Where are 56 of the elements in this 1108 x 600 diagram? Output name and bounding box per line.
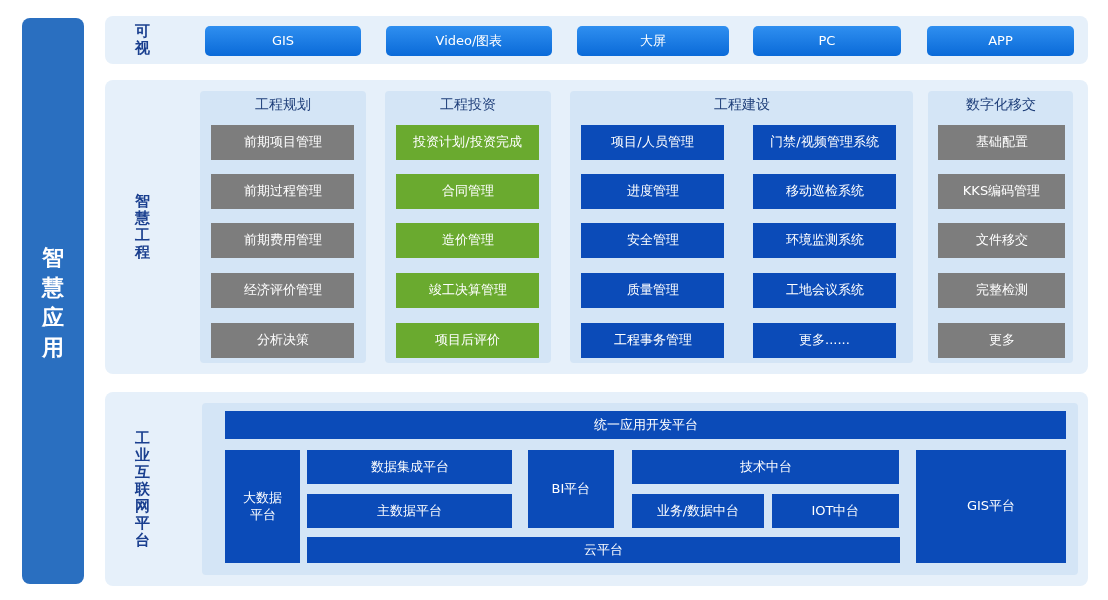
function-box: 完整检测 [938,273,1065,308]
function-box: 前期费用管理 [211,223,354,258]
module-title: 工程建设 [712,96,771,114]
channel-box: Video/图表 [386,26,552,56]
layer-panel [105,392,1088,586]
module-panel [570,91,913,363]
function-box: 进度管理 [581,174,724,209]
function-box: 合同管理 [396,174,539,209]
platform-box: 主数据平台 [307,494,512,528]
module-title: 工程规划 [254,96,312,114]
function-box: 安全管理 [581,223,724,258]
platform-box: IOT中台 [772,494,899,528]
module-panel [928,91,1073,363]
function-box: 竣工决算管理 [396,273,539,308]
function-box: 工程事务管理 [581,323,724,358]
platform-box: 技术中台 [632,450,899,484]
platform-box: 业务/数据中台 [632,494,764,528]
function-box: 造价管理 [396,223,539,258]
layer-title: 智慧工程 [135,193,150,261]
platform-box: 大数据平台 [225,450,300,563]
function-box: 前期过程管理 [211,174,354,209]
function-box: 项目后评价 [396,323,539,358]
channel-box: GIS [205,26,361,56]
channel-box: 大屏 [577,26,729,56]
layer-panel [105,80,1088,374]
platform-box: 统一应用开发平台 [225,411,1066,439]
module-title: 工程投资 [439,96,497,114]
function-box: 项目/人员管理 [581,125,724,160]
platform-box: BI平台 [528,450,614,528]
function-box: 质量管理 [581,273,724,308]
function-box: 更多...... [753,323,896,358]
layer-title: 智慧应用 [42,244,64,362]
platform-box: 云平台 [307,537,900,563]
layer-title: 工业互联网平台 [135,429,150,549]
function-box: 基础配置 [938,125,1065,160]
function-box: 工地会议系统 [753,273,896,308]
platform-box: GIS平台 [916,450,1066,563]
module-panel [200,91,366,363]
layer-title: 可视 [135,23,150,57]
channel-box: PC [753,26,901,56]
module-title: 数字化移交 [964,96,1037,114]
function-box: 文件移交 [938,223,1065,258]
function-box: 移动巡检系统 [753,174,896,209]
side-band [22,18,84,584]
function-box: 环境监测系统 [753,223,896,258]
function-box: KKS编码管理 [938,174,1065,209]
function-box: 门禁/视频管理系统 [753,125,896,160]
function-box: 前期项目管理 [211,125,354,160]
layer-panel [105,16,1088,64]
function-box: 经济评价管理 [211,273,354,308]
platform-box: 数据集成平台 [307,450,512,484]
function-box: 更多 [938,323,1065,358]
module-panel [385,91,551,363]
function-box: 分析决策 [211,323,354,358]
channel-box: APP [927,26,1074,56]
function-box: 投资计划/投资完成 [396,125,539,160]
